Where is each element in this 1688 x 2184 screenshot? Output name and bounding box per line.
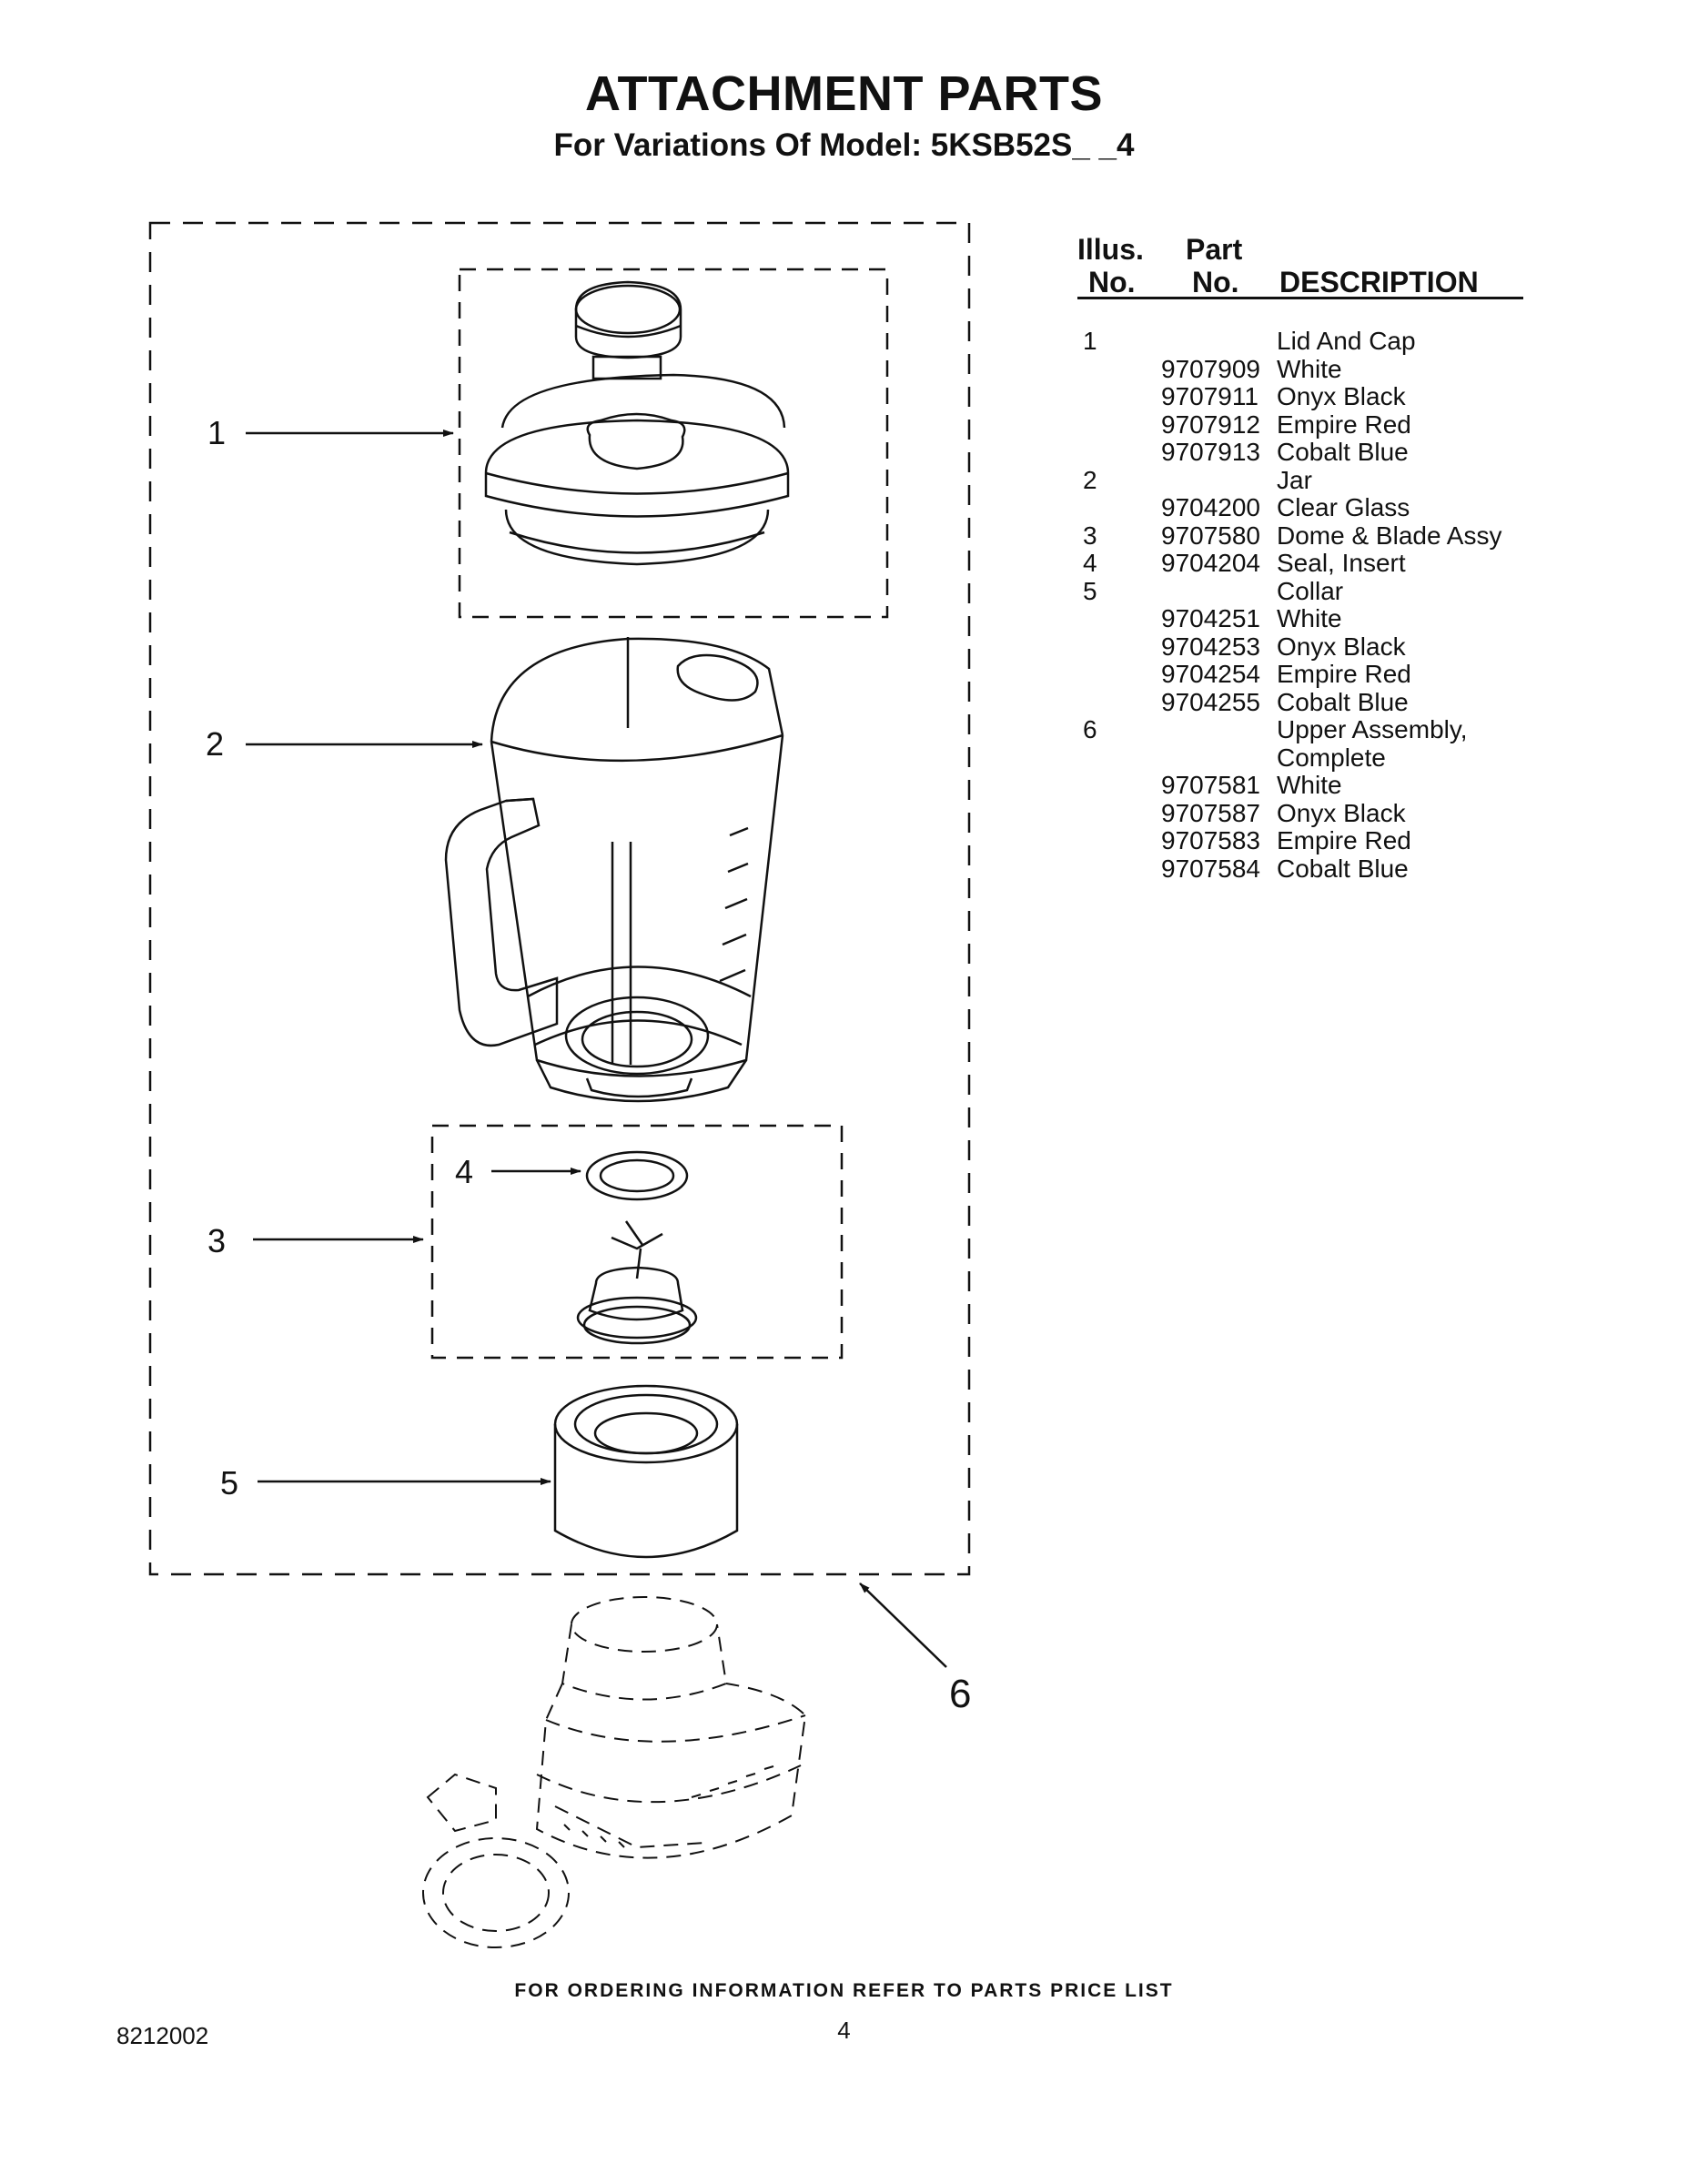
ordering-note: FOR ORDERING INFORMATION REFER TO PARTS … (514, 1980, 1174, 2001)
part-header-line2: No. (1192, 266, 1239, 298)
part-number: 9707912 (1161, 410, 1261, 439)
part-description: Collar (1277, 576, 1344, 605)
parts-row: 9707909 White (1083, 354, 1556, 384)
part-description: Clear Glass (1277, 493, 1410, 521)
part-description: Cobalt Blue (1277, 854, 1409, 883)
parts-row: 9707584 Cobalt Blue (1083, 854, 1556, 884)
lid-group-boundary (458, 268, 889, 619)
part-description: Dome & Blade Assy (1277, 521, 1502, 550)
illus-number: 5 (1083, 576, 1097, 605)
part-description: Empire Red (1277, 826, 1411, 854)
part-number: 9704255 (1161, 687, 1261, 716)
part-number: 9704251 (1161, 604, 1261, 632)
part-description: Onyx Black (1277, 632, 1406, 661)
parts-row: 9704254 Empire Red (1083, 660, 1556, 689)
part-number: 9707913 (1161, 438, 1261, 466)
callout-1-number: 1 (207, 414, 226, 451)
parts-row: 9707581 White (1083, 771, 1556, 800)
parts-row: 9704253 Onyx Black (1083, 632, 1556, 662)
parts-row: 9704251 White (1083, 604, 1556, 633)
parts-row: 9707913 Cobalt Blue (1083, 438, 1556, 467)
description-header: DESCRIPTION (1279, 266, 1479, 298)
part-number: 9707584 (1161, 854, 1261, 883)
model-subtitle: For Variations Of Model: 5KSB52S_ _4 (553, 127, 1135, 163)
parts-row: 1 Lid And Cap (1083, 327, 1556, 356)
part-number: 9704254 (1161, 660, 1261, 688)
callout-6-number: 6 (949, 1672, 971, 1716)
page-number: 4 (837, 2017, 851, 2044)
part-description: White (1277, 771, 1342, 799)
blender-base-drawing (422, 1596, 807, 1948)
blender-base-controls (563, 1765, 774, 1848)
callout-5-number: 5 (220, 1464, 238, 1502)
part-number: 9707911 (1161, 382, 1258, 410)
parts-row: 2 Jar (1083, 465, 1556, 495)
callout-3-number: 3 (207, 1222, 226, 1259)
part-description: Empire Red (1277, 660, 1411, 688)
part-description: Lid And Cap (1277, 327, 1416, 355)
illus-number: 1 (1083, 327, 1097, 355)
part-header-line1: Part (1186, 233, 1243, 266)
part-number: 9704200 (1161, 493, 1261, 521)
header-rule (1077, 297, 1523, 299)
part-description: Empire Red (1277, 410, 1411, 439)
callout-6-leader (859, 1582, 947, 1668)
parts-row: 9704200 Clear Glass (1083, 493, 1556, 522)
part-number: 9704204 (1161, 549, 1261, 577)
parts-row: 9707912 Empire Red (1083, 410, 1556, 440)
part-description: White (1277, 604, 1342, 632)
parts-row: 3 9707580 Dome & Blade Assy (1083, 521, 1556, 551)
illus-number: 6 (1083, 715, 1097, 743)
parts-row: 4 9704204 Seal, Insert (1083, 549, 1556, 578)
part-description: Complete (1277, 743, 1386, 772)
parts-row: 9707911 Onyx Black (1083, 382, 1556, 411)
part-description: Cobalt Blue (1277, 687, 1409, 716)
parts-row: 9707583 Empire Red (1083, 826, 1556, 855)
part-description: Onyx Black (1277, 798, 1406, 827)
parts-row: 9707587 Onyx Black (1083, 798, 1556, 828)
part-number: 9707909 (1161, 354, 1261, 383)
callout-4-number: 4 (455, 1153, 473, 1190)
lid-and-cap-drawing (484, 280, 790, 566)
part-description: Jar (1277, 465, 1312, 494)
illus-header-line2: No. (1088, 266, 1136, 298)
part-number: 9707580 (1161, 521, 1261, 550)
part-description: Onyx Black (1277, 382, 1406, 410)
part-description: Upper Assembly, (1277, 715, 1468, 743)
jar-drawing (444, 637, 784, 1103)
part-description: Cobalt Blue (1277, 438, 1409, 466)
illus-number: 4 (1083, 549, 1097, 577)
callout-2-number: 2 (206, 725, 224, 763)
document-number: 8212002 (116, 2022, 209, 2049)
part-description: Seal, Insert (1277, 549, 1406, 577)
part-number: 9707583 (1161, 826, 1261, 854)
page-title: ATTACHMENT PARTS (585, 66, 1103, 121)
blade-group-boundary (430, 1124, 844, 1360)
part-description: White (1277, 354, 1342, 383)
parts-row: Complete (1083, 743, 1556, 773)
upper-assembly-boundary (148, 221, 971, 1576)
parts-row: 9704255 Cobalt Blue (1083, 687, 1556, 717)
parts-row: 6 Upper Assembly, (1083, 715, 1556, 744)
part-number: 9704253 (1161, 632, 1261, 661)
part-number: 9707587 (1161, 798, 1261, 827)
illus-number: 2 (1083, 465, 1097, 494)
illus-number: 3 (1083, 521, 1097, 550)
collar-drawing (553, 1384, 739, 1559)
illus-header-line1: Illus. (1077, 233, 1144, 266)
dome-and-blade-drawing (576, 1220, 698, 1345)
part-number: 9707581 (1161, 771, 1261, 799)
parts-row: 5 Collar (1083, 576, 1556, 606)
seal-insert-drawing (585, 1150, 689, 1201)
